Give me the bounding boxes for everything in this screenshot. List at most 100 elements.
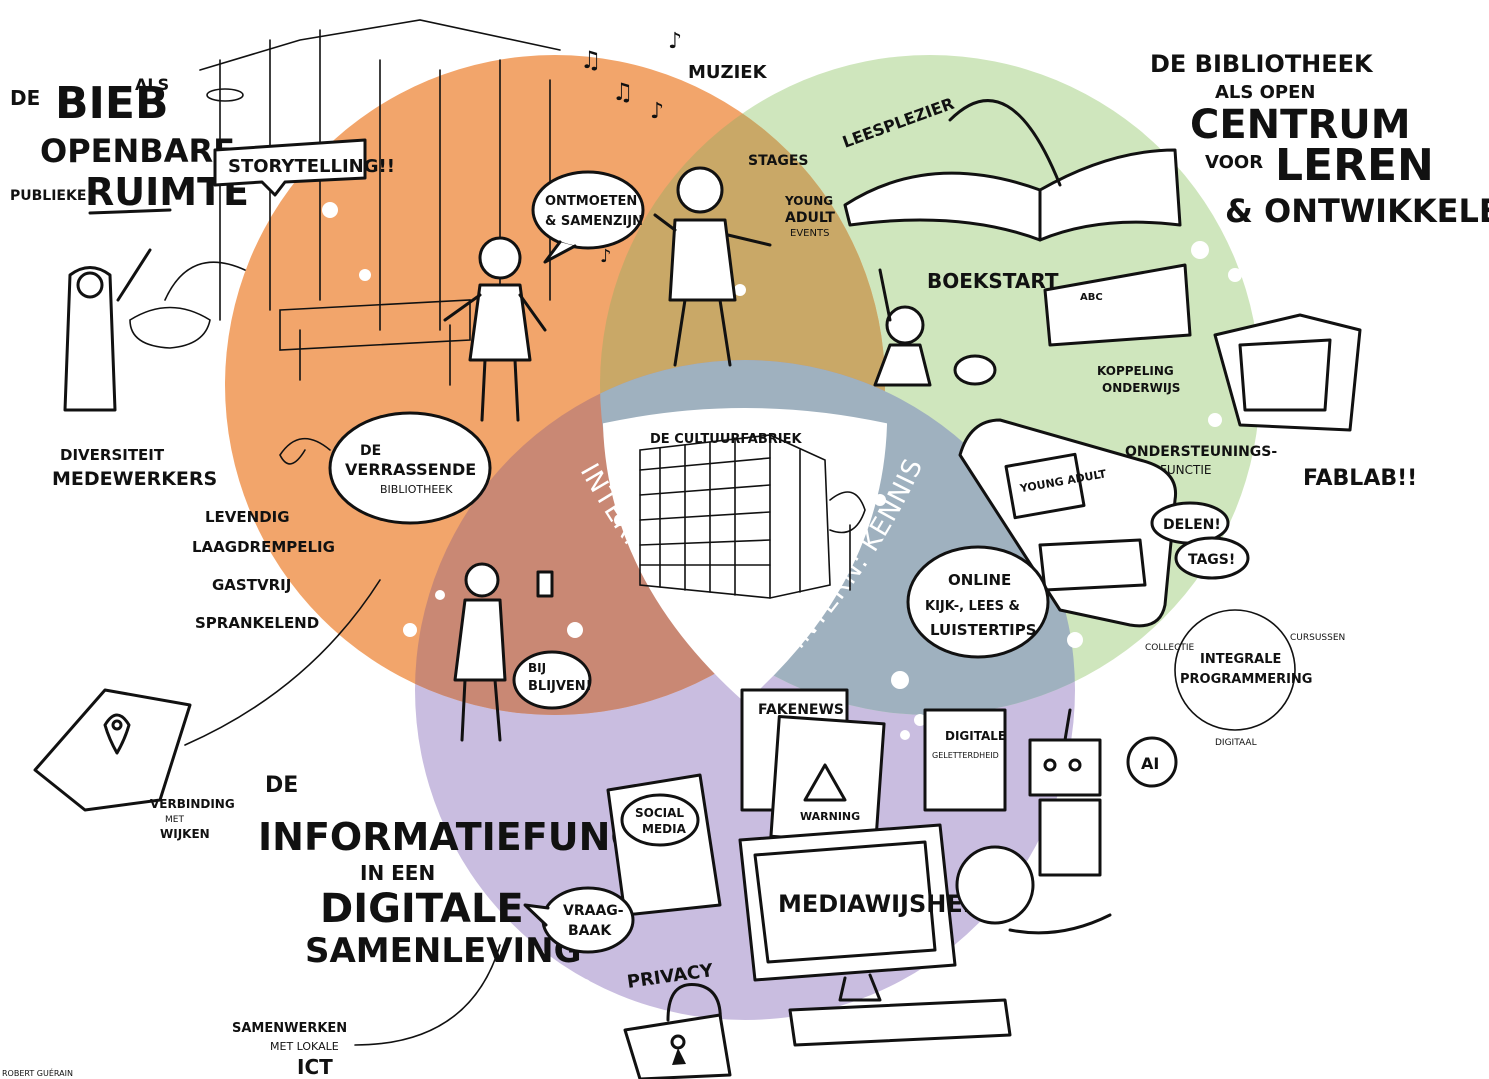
verbinding-line2: MET bbox=[165, 815, 184, 825]
person-young-man-sketch bbox=[653, 166, 772, 367]
bijblijven-line2: BLIJVEN! bbox=[528, 679, 592, 694]
vraagbaak-bubble: VRAAG- BAAK bbox=[523, 886, 635, 954]
classroom-sketch: ABC bbox=[1043, 263, 1192, 347]
ondersteuning-line2: FUNCTIE bbox=[1160, 463, 1212, 477]
title-bibliotheek: DE BIBLIOTHEEK ALS OPEN CENTRUM VOOR LER… bbox=[1150, 50, 1489, 230]
social-media-card: SOCIAL MEDIA bbox=[606, 773, 722, 917]
verrassende-line3: BIBLIOTHEEK bbox=[380, 483, 453, 496]
digitaal-label: DIGITAAL bbox=[1215, 738, 1257, 748]
trait-item: LAAGDREMPELIG bbox=[192, 538, 335, 556]
samenwerken-line3: ICT bbox=[297, 1055, 333, 1079]
traits-list: LEVENDIG LAAGDREMPELIG GASTVRIJ SPRANKEL… bbox=[192, 508, 335, 632]
online-line1: ONLINE bbox=[948, 571, 1011, 589]
online-line3: LUISTERTIPS bbox=[930, 621, 1037, 639]
arrow-samenwerken bbox=[354, 944, 501, 1046]
ontmoeten-line2: & SAMENZIJN bbox=[545, 214, 643, 229]
trait-item: LEVENDIG bbox=[205, 508, 290, 526]
music-note-icon: ♫ bbox=[580, 46, 602, 74]
tablet-sketch: YOUNG ADULT bbox=[958, 418, 1178, 628]
title-bieb: DE BIEB ALS OPENBARE PUBLIEKE RUIMTE bbox=[10, 75, 249, 215]
arrow-verbinding bbox=[184, 579, 381, 746]
social-line1: SOCIAL bbox=[635, 806, 684, 820]
young-label-2: ADULT bbox=[785, 210, 835, 226]
vraagbaak-line1: VRAAG- bbox=[563, 903, 624, 919]
fakenews-label: FAKENEWS bbox=[758, 702, 844, 718]
online-line2: KIJK-, LEES & bbox=[925, 599, 1020, 614]
title-info-line5: SAMENLEVING bbox=[305, 931, 582, 971]
stages-label: STAGES bbox=[748, 153, 809, 169]
monitor-sketch: MEDIAWIJSHEID bbox=[738, 823, 1012, 1047]
cursussen-label: CURSUSSEN bbox=[1290, 633, 1345, 643]
muziek-notes: ♪ ♫ ♫ ♪ ♪ MUZIEK bbox=[580, 29, 768, 267]
music-note-icon: ♫ bbox=[612, 78, 634, 106]
padlock-icon bbox=[623, 982, 732, 1079]
muziek-label: MUZIEK bbox=[688, 62, 768, 83]
young-label-3: EVENTS bbox=[790, 228, 829, 239]
tags-bubble: TAGS! bbox=[1174, 536, 1250, 580]
person-phone-sketch bbox=[453, 562, 554, 742]
title-bieb-openbare: OPENBARE bbox=[40, 132, 235, 170]
ai-label: AI bbox=[1141, 754, 1159, 773]
fakenews-sketch: FAKENEWS WARNING bbox=[740, 688, 886, 846]
diversiteit-label-1: DIVERSITEIT bbox=[60, 446, 165, 464]
music-note-icon: ♪ bbox=[668, 29, 682, 54]
child-sketch bbox=[873, 268, 997, 387]
samenwerken-line2: MET LOKALE bbox=[270, 1040, 339, 1053]
music-note-icon: ♪ bbox=[600, 246, 612, 267]
trait-item: SPRANKELEND bbox=[195, 614, 319, 632]
title-bieb-de: DE bbox=[10, 86, 40, 110]
geletterdheid-line1: DIGITALE bbox=[945, 729, 1006, 743]
social-line2: MEDIA bbox=[642, 822, 687, 836]
online-tips-bubble: ONLINE KIJK-, LEES & LUISTERTIPS bbox=[906, 545, 1050, 659]
title-bib-line3: CENTRUM bbox=[1190, 102, 1411, 148]
artist-signature: ROBERT GUÉRAIN bbox=[2, 1067, 73, 1078]
title-bib-line5: LEREN bbox=[1275, 140, 1434, 191]
koppeling-line1: KOPPELING bbox=[1097, 364, 1174, 378]
3d-printer-sketch bbox=[1213, 313, 1362, 432]
title-info-line3: IN EEN bbox=[360, 861, 435, 885]
digitale-geletterdheid-card: DIGITALE GELETTERDHEID bbox=[923, 708, 1007, 812]
diversiteit-label-2: MEDEWERKERS bbox=[52, 468, 217, 490]
title-bieb-als: ALS bbox=[135, 75, 169, 94]
trait-item: GASTVRIJ bbox=[212, 576, 291, 594]
cultuurfabriek-label: DE CULTUURFABRIEK bbox=[650, 432, 803, 447]
map-sketch bbox=[33, 688, 192, 812]
building-illustration bbox=[639, 434, 866, 599]
title-info-line1: DE bbox=[265, 773, 298, 798]
integraal-line1: INTEGRALE bbox=[1200, 652, 1281, 667]
classroom-board-icon: ABC bbox=[1080, 292, 1103, 303]
young-label-1: YOUNG bbox=[784, 194, 833, 208]
person-hijab-sketch bbox=[63, 248, 152, 412]
verrassende-bubble: DE VERRASSENDE BIBLIOTHEEK bbox=[279, 411, 492, 525]
bijblijven-line1: BIJ bbox=[528, 661, 546, 675]
samenwerken-line1: SAMENWERKEN bbox=[232, 1021, 347, 1036]
geletterdheid-line2: GELETTERDHEID bbox=[932, 751, 999, 760]
title-bieb-publieke: PUBLIEKE bbox=[10, 188, 86, 204]
robot-sketch bbox=[1028, 708, 1102, 877]
ontmoeten-bubble: ONTMOETEN & SAMENZIJN bbox=[531, 170, 645, 264]
samenwerken-label-group: SAMENWERKEN MET LOKALE ICT bbox=[232, 1021, 347, 1079]
ai-bubble: AI bbox=[1126, 736, 1178, 788]
verbinding-line3: WIJKEN bbox=[160, 827, 210, 841]
music-note-icon: ♪ bbox=[650, 99, 664, 124]
integraal-line2: PROGRAMMERING bbox=[1180, 672, 1312, 687]
ontmoeten-line1: ONTMOETEN bbox=[545, 194, 637, 209]
mediawijsheid-label: MEDIAWIJSHEID bbox=[778, 890, 992, 918]
title-bieb-bieb: BIEB bbox=[55, 78, 169, 129]
storytelling-label: STORYTELLING!! bbox=[228, 156, 395, 177]
title-bib-line6: & ONTWIKKELEN bbox=[1225, 192, 1489, 230]
boekstart-label: BOEKSTART bbox=[927, 269, 1059, 293]
ondersteuning-line1: ONDERSTEUNINGS- bbox=[1125, 444, 1277, 460]
integrale-programmering: INTEGRALE PROGRAMMERING COLLECTIE CURSUS… bbox=[1145, 609, 1345, 748]
verrassende-line1: DE bbox=[360, 443, 381, 459]
title-bib-line1: DE BIBLIOTHEEK bbox=[1150, 50, 1374, 78]
girl-sketch bbox=[955, 845, 1112, 935]
title-bib-line4: VOOR bbox=[1205, 152, 1263, 173]
bijblijven-bubble: BIJ BLIJVEN! bbox=[512, 650, 592, 710]
arrow-diversiteit bbox=[164, 261, 246, 301]
verrassende-line2: VERRASSENDE bbox=[345, 460, 476, 479]
verbinding-line1: VERBINDING bbox=[150, 797, 235, 811]
vraagbaak-line2: BAAK bbox=[568, 923, 612, 939]
koppeling-line2: ONDERWIJS bbox=[1102, 381, 1180, 395]
warning-label: WARNING bbox=[800, 810, 860, 823]
